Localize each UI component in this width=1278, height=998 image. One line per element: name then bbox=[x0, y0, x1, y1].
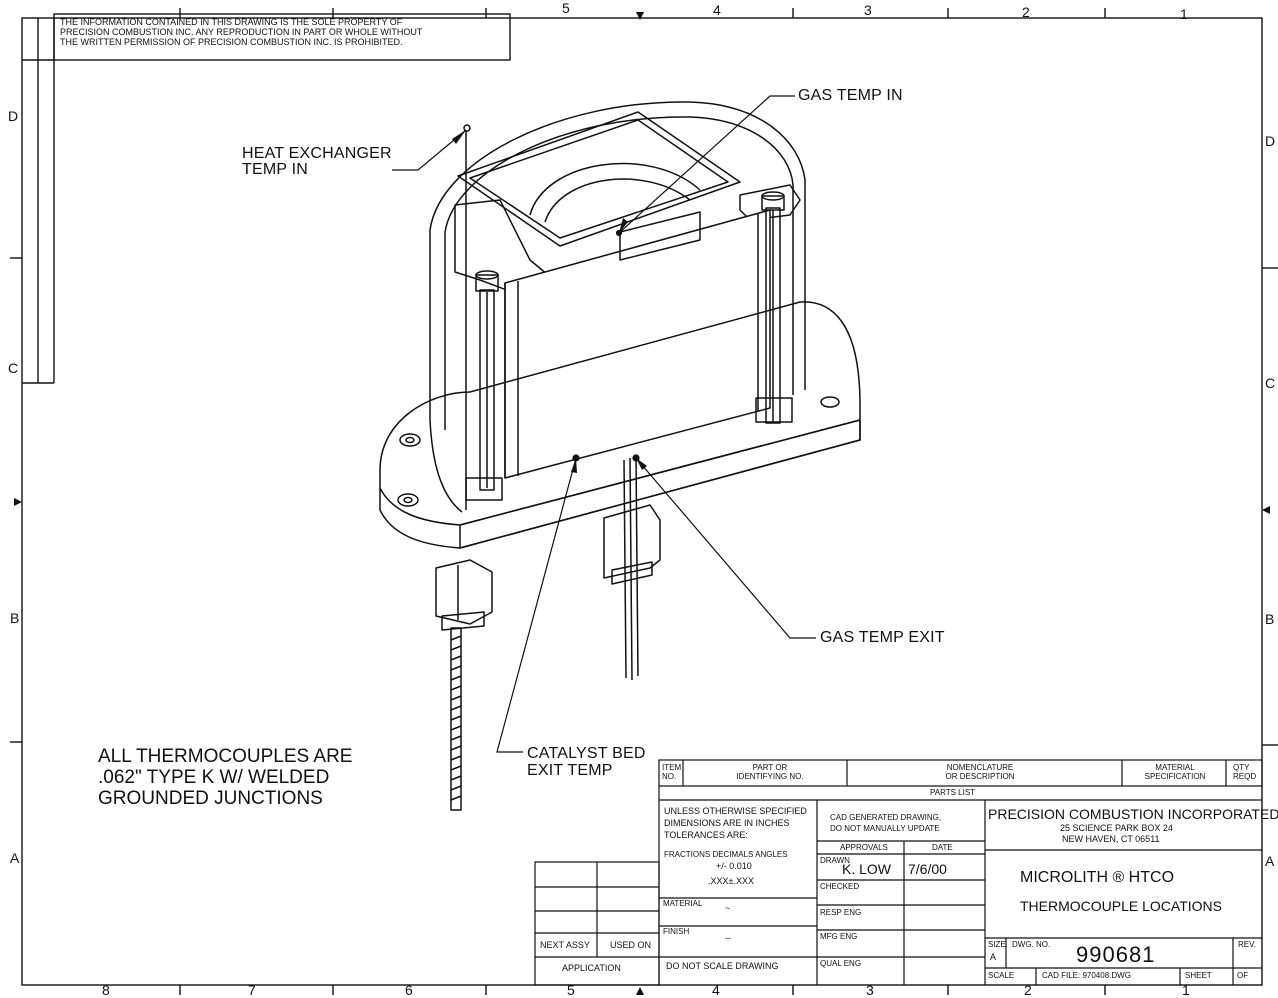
header-text: REQD bbox=[1233, 772, 1257, 781]
header-text: IDENTIFYING NO. bbox=[736, 772, 804, 781]
zone-bottom-7: 7 bbox=[248, 982, 256, 998]
notice-box bbox=[53, 13, 511, 61]
rev-label: REV. bbox=[1238, 940, 1256, 949]
tolerance-heads: FRACTIONS DECIMALS ANGLES bbox=[664, 850, 788, 859]
finish-label: FINISH bbox=[663, 927, 690, 936]
zone-right-C: C bbox=[1265, 375, 1276, 391]
mfg-eng-label: MFG ENG bbox=[820, 932, 858, 941]
zone-bottom-1: 1 bbox=[1182, 982, 1190, 998]
header-text: SPECIFICATION bbox=[1144, 772, 1206, 781]
header-text: PART OR bbox=[752, 763, 788, 772]
of-label: OF bbox=[1237, 971, 1249, 980]
parts-col-material: MATERIAL SPECIFICATION bbox=[1130, 763, 1220, 781]
notice-line: PRECISION COMBUSTION INC. ANY REPRODUCTI… bbox=[60, 27, 423, 37]
drawn-label: DRAWN bbox=[820, 856, 850, 865]
scale-label: SCALE bbox=[988, 971, 1015, 980]
tolerance-line: TOLERANCES ARE: bbox=[664, 830, 748, 840]
zone-bottom-8: 8 bbox=[102, 982, 110, 998]
date-label: DATE bbox=[932, 843, 953, 852]
header-text: NOMENCLATURE bbox=[946, 763, 1014, 772]
zone-right-A: A bbox=[1265, 853, 1275, 869]
callout-catalyst-line2: EXIT TEMP bbox=[527, 762, 613, 779]
qual-eng-label: QUAL ENG bbox=[820, 959, 862, 968]
header-text: ITEM bbox=[662, 763, 682, 772]
zone-left-B: B bbox=[10, 610, 20, 626]
dwg-no-label: DWG. NO. bbox=[1012, 940, 1051, 949]
header-text: QTY bbox=[1233, 763, 1250, 772]
leader-gas-temp-exit bbox=[635, 457, 816, 639]
zone-top-3: 3 bbox=[864, 2, 872, 18]
drawing-title-2: THERMOCOUPLE LOCATIONS bbox=[1020, 898, 1222, 914]
callout-gas-temp-exit: GAS TEMP EXIT bbox=[820, 629, 945, 646]
zone-bottom-6: 6 bbox=[405, 982, 413, 998]
cad-file: CAD FILE: 970408.DWG bbox=[1042, 971, 1131, 980]
resp-eng-label: RESP ENG bbox=[820, 908, 862, 917]
cad-note: CAD GENERATED DRAWING, DO NOT MANUALLY U… bbox=[830, 812, 941, 834]
application-label: APPLICATION bbox=[562, 963, 621, 973]
tolerance-line: UNLESS OTHERWISE SPECIFIED bbox=[664, 806, 807, 816]
finish-value: -- bbox=[725, 933, 731, 943]
zone-bottom-4: 4 bbox=[712, 982, 720, 998]
notice-line: THE WRITTEN PERMISSION OF PRECISION COMB… bbox=[60, 37, 403, 47]
parts-col-nomenclature: NOMENCLATURE OR DESCRIPTION bbox=[920, 763, 1040, 781]
proprietary-notice: THE INFORMATION CONTAINED IN THIS DRAWIN… bbox=[60, 17, 422, 47]
zone-right-B: B bbox=[1265, 611, 1275, 627]
callout-heat-exchanger-line1: HEAT EXCHANGER bbox=[242, 145, 392, 162]
leader-catalyst bbox=[496, 457, 577, 753]
cad-note-line: DO NOT MANUALLY UPDATE bbox=[830, 824, 940, 833]
checked-label: CHECKED bbox=[820, 882, 860, 891]
drawn-by: K. LOW bbox=[842, 861, 892, 877]
do-not-scale: DO NOT SCALE DRAWING bbox=[666, 961, 779, 971]
tolerance-line: DIMENSIONS ARE IN INCHES bbox=[664, 818, 790, 828]
drawn-date: 7/6/00 bbox=[908, 861, 947, 877]
zone-bottom-2: 2 bbox=[1024, 982, 1032, 998]
parts-list-title: PARTS LIST bbox=[930, 788, 976, 797]
general-note: ALL THERMOCOUPLES ARE .062" TYPE K W/ WE… bbox=[98, 746, 352, 809]
assembly-illustration bbox=[379, 101, 861, 811]
zone-left-D: D bbox=[8, 108, 19, 124]
tolerance-note: UNLESS OTHERWISE SPECIFIED DIMENSIONS AR… bbox=[664, 805, 807, 841]
note-line: GROUNDED JUNCTIONS bbox=[98, 788, 323, 809]
tolerance-decimal-1: +/- 0.010 bbox=[716, 861, 752, 871]
leader-gas-temp-in bbox=[618, 95, 795, 234]
material-value: ~ bbox=[725, 903, 731, 913]
note-line: .062" TYPE K W/ WELDED bbox=[98, 767, 330, 788]
zone-top-5: 5 bbox=[562, 0, 570, 16]
zone-bottom-3: 3 bbox=[866, 982, 874, 998]
sheet-label: SHEET bbox=[1185, 971, 1212, 980]
company-name: PRECISION COMBUSTION INCORPORATED bbox=[988, 806, 1278, 822]
cad-note-line: CAD GENERATED DRAWING, bbox=[830, 813, 942, 822]
zone-top-4: 4 bbox=[713, 2, 721, 18]
callout-heat-exchanger-line2: TEMP IN bbox=[242, 161, 309, 178]
tolerance-decimal-2: .XXX±.XXX bbox=[708, 876, 754, 886]
used-on-label: USED ON bbox=[610, 940, 652, 950]
size-value: A bbox=[990, 952, 997, 962]
material-label: MATERIAL bbox=[663, 899, 703, 908]
next-assy-label: NEXT ASSY bbox=[540, 940, 590, 950]
drawing-title-1: MICROLITH ® HTCO bbox=[1020, 869, 1175, 886]
zone-bottom-5: 5 bbox=[567, 982, 575, 998]
callout-gas-temp-in: GAS TEMP IN bbox=[798, 87, 903, 104]
zone-left-C: C bbox=[8, 360, 19, 376]
parts-col-qty: QTY REQD bbox=[1233, 763, 1256, 781]
callout-catalyst-line1: CATALYST BED bbox=[527, 745, 646, 762]
size-label: SIZE bbox=[988, 940, 1006, 949]
drawing-number: 990681 bbox=[1076, 942, 1156, 967]
zone-right-D: D bbox=[1265, 133, 1276, 149]
company-address-1: 25 SCIENCE PARK BOX 24 bbox=[1060, 823, 1173, 833]
parts-col-part: PART OR IDENTIFYING NO. bbox=[720, 763, 820, 781]
zone-top-2: 2 bbox=[1022, 4, 1030, 20]
approvals-label: APPROVALS bbox=[840, 843, 888, 852]
header-text: NO. bbox=[662, 772, 677, 781]
header-text: OR DESCRIPTION bbox=[945, 772, 1015, 781]
company-address-2: NEW HAVEN, CT 06511 bbox=[1062, 834, 1160, 844]
header-text: MATERIAL bbox=[1155, 763, 1195, 772]
zone-left-A: A bbox=[10, 850, 20, 866]
leader-heat-exchanger bbox=[392, 129, 467, 171]
parts-col-item: ITEM NO. bbox=[662, 763, 681, 781]
notice-line: THE INFORMATION CONTAINED IN THIS DRAWIN… bbox=[60, 17, 403, 27]
note-line: ALL THERMOCOUPLES ARE bbox=[98, 746, 353, 767]
zone-top-1: 1 bbox=[1180, 6, 1188, 22]
